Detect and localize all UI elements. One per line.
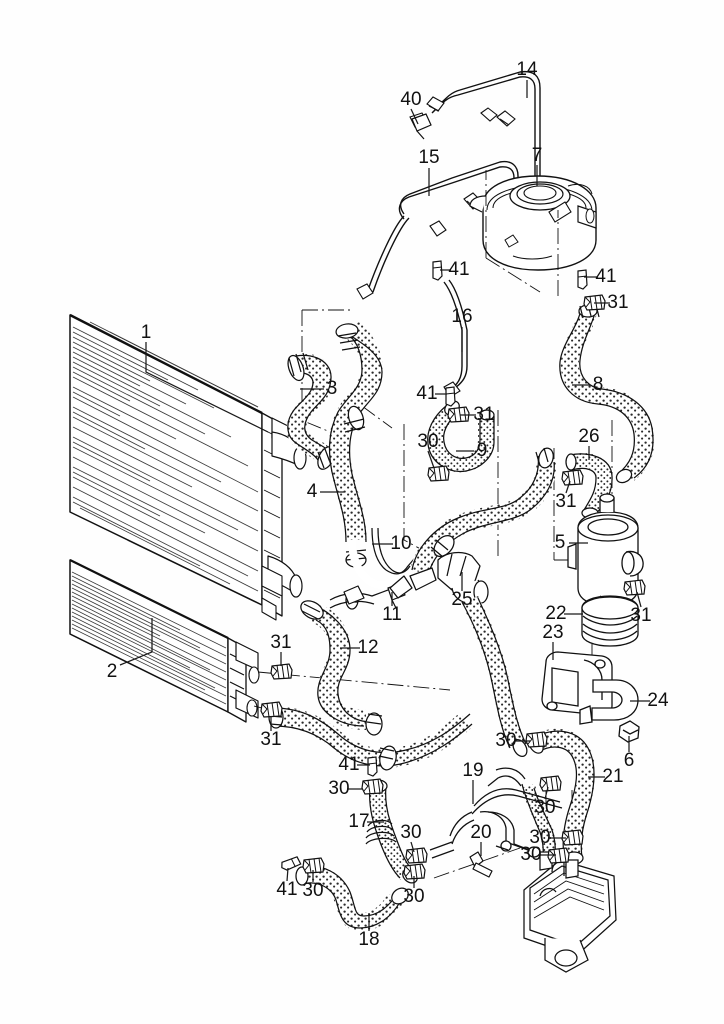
callout-number-retaining-clip[interactable]: 41: [338, 754, 359, 775]
callout-number-retaining-clip[interactable]: 41: [595, 266, 616, 287]
callout-number-coolant-hose[interactable]: 17: [348, 811, 369, 832]
callout-number-coolant-hose[interactable]: 3: [327, 378, 338, 399]
callout-number-spring-clamp[interactable]: 30: [400, 822, 421, 843]
callout-layer: 1234567891011121415161718192021222324252…: [107, 59, 669, 950]
callout-leader: [427, 450, 435, 469]
callout-number-spring-clamp[interactable]: 31: [473, 404, 494, 425]
callout-number-spring-clamp[interactable]: 31: [607, 292, 628, 313]
callout-number-spring-clamp[interactable]: 30: [328, 778, 349, 799]
callout-number-coolant-line[interactable]: 15: [418, 147, 439, 168]
callout-number-hex-bolt[interactable]: 11: [382, 604, 402, 625]
callout-number-hex-bolt[interactable]: 20: [470, 822, 491, 843]
callout-leader: [286, 867, 289, 882]
callout-number-coolant-hose[interactable]: 4: [307, 481, 318, 502]
low-temperature-radiator-core: [69, 559, 260, 723]
callout-number-spring-clamp[interactable]: 30: [520, 844, 541, 865]
callout-leader: [636, 591, 642, 608]
callout-leader: [544, 786, 549, 800]
callout-number-retaining-clip[interactable]: 41: [276, 879, 297, 900]
callout-number-hose-sleeve[interactable]: 22: [545, 603, 566, 624]
callout-number-spring-clamp[interactable]: 31: [270, 632, 291, 653]
callout-number-retaining-strap[interactable]: 24: [647, 690, 669, 711]
callout-number-spring-clamp[interactable]: 30: [534, 797, 555, 818]
hose-group: [268, 303, 655, 931]
callout-leader: [410, 108, 419, 125]
callout-number-mounting-bracket[interactable]: 23: [542, 622, 563, 643]
callout-number-coolant-hose[interactable]: 8: [593, 374, 604, 395]
radiator-core: [69, 313, 307, 621]
callout-leader: [565, 480, 571, 494]
callout-leader: [119, 618, 153, 666]
callout-number-coolant-hose[interactable]: 12: [357, 637, 378, 658]
callout-number-hex-nut[interactable]: 6: [624, 750, 635, 771]
callout-leader: [410, 841, 415, 853]
callout-number-vent-plug[interactable]: 40: [400, 89, 421, 110]
callout-number-spring-clamp[interactable]: 30: [417, 431, 438, 452]
callout-number-expansion-tank[interactable]: 7: [532, 145, 543, 166]
coolant-line-group: [356, 70, 541, 398]
callout-number-spring-clamp[interactable]: 31: [630, 605, 651, 626]
callout-number-radiator[interactable]: 1: [141, 322, 152, 343]
heat-exchanger: [523, 851, 617, 973]
callout-number-low-temperature-radiator[interactable]: 2: [107, 661, 118, 682]
callout-number-coolant-pipe[interactable]: 19: [462, 760, 483, 781]
callout-number-retaining-clip[interactable]: 41: [416, 383, 437, 404]
callout-number-coolant-hose[interactable]: 18: [358, 929, 379, 950]
callout-number-spring-clamp[interactable]: 31: [260, 729, 281, 750]
callout-leader: [145, 342, 269, 433]
radiator-group: [69, 313, 307, 723]
callout-number-spring-clamp[interactable]: 30: [495, 730, 516, 751]
callout-number-coolant-hose[interactable]: 26: [578, 426, 599, 447]
callout-number-spring-clamp[interactable]: 30: [302, 880, 323, 901]
callout-number-hose-connector[interactable]: 25: [451, 589, 472, 610]
callout-number-spring-clamp[interactable]: 30: [403, 886, 424, 907]
callout-number-spring-clamp[interactable]: 31: [555, 491, 576, 512]
expansion-tank: [469, 175, 597, 271]
auxiliary-pump-assembly: [541, 493, 644, 743]
callout-number-auxiliary-coolant-pump[interactable]: 5: [555, 532, 566, 553]
callout-number-coolant-line[interactable]: 16: [451, 306, 472, 327]
callout-number-retaining-clip[interactable]: 41: [448, 259, 469, 280]
callout-number-coolant-hose[interactable]: 10: [390, 533, 411, 554]
vent-plug-40: [411, 113, 432, 140]
callout-number-spring-clamp[interactable]: 30: [529, 827, 550, 848]
callout-number-coolant-hose[interactable]: 21: [602, 766, 623, 787]
callout-number-coolant-line[interactable]: 14: [516, 59, 538, 80]
callout-number-coolant-hose[interactable]: 9: [477, 440, 488, 461]
